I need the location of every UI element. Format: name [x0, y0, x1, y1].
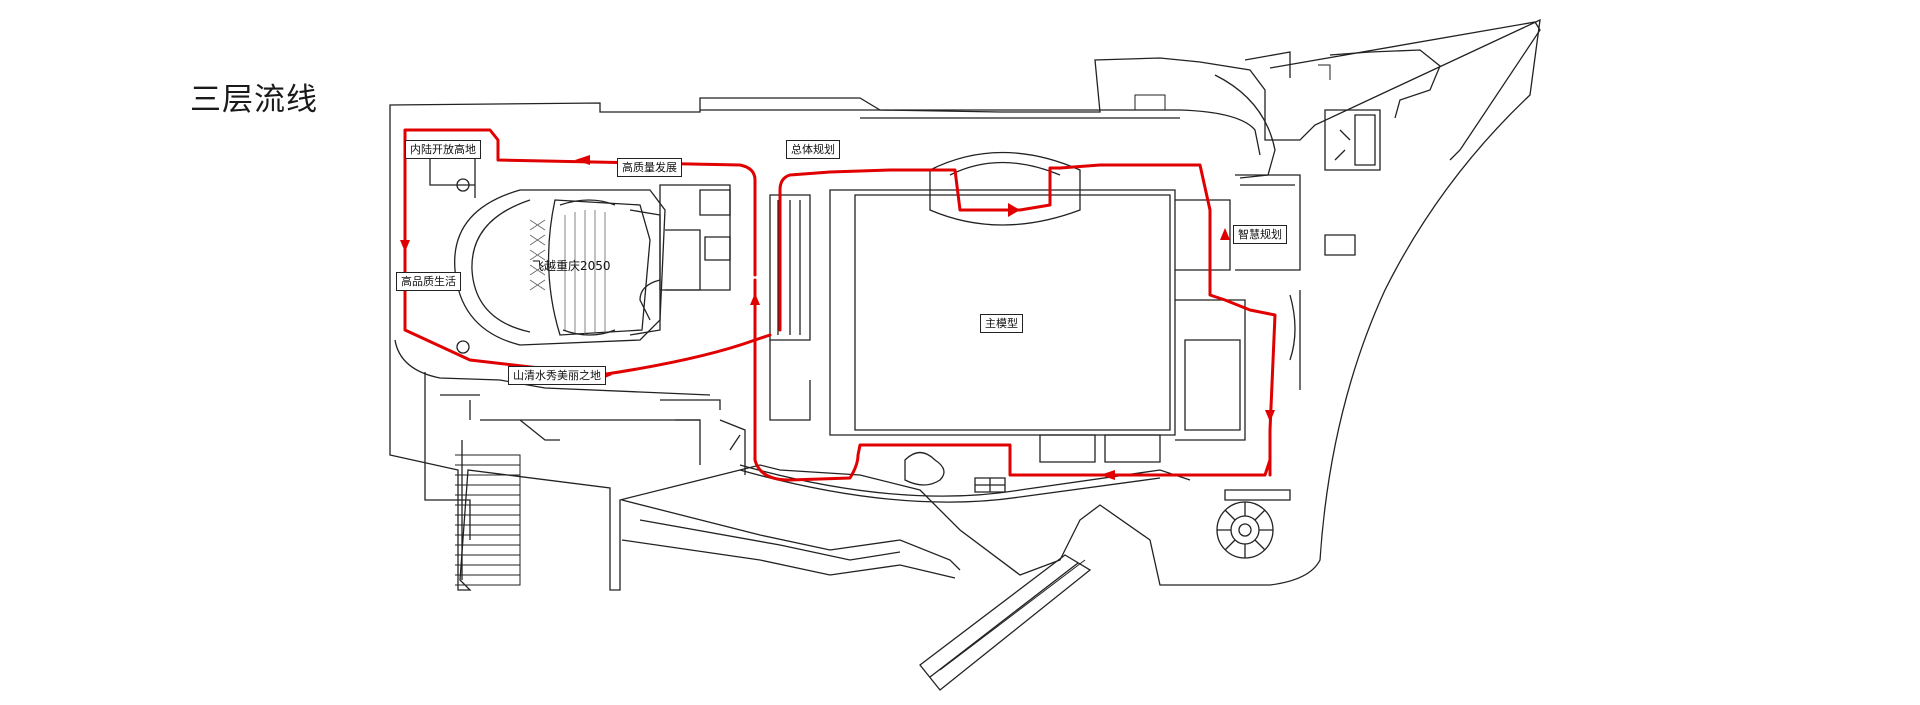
- label-overall-planning: 总体规划: [786, 140, 840, 159]
- building-outline: [389, 18, 1541, 591]
- route-arrows: [400, 155, 1275, 480]
- label-beautiful-mountains-waters: 山清水秀美丽之地: [508, 366, 606, 385]
- main-model-hall: [829, 189, 1176, 436]
- label-high-quality-development: 高质量发展: [617, 158, 682, 177]
- page-title: 三层流线: [190, 82, 318, 118]
- label-main-model: 主模型: [980, 314, 1023, 333]
- label-fly-chongqing-2050: 飞越重庆2050: [532, 259, 611, 273]
- label-inland-open-highland: 内陆开放高地: [405, 140, 481, 159]
- label-high-quality-life: 高品质生活: [396, 272, 461, 291]
- label-smart-planning: 智慧规划: [1233, 225, 1287, 244]
- route-line: [403, 128, 1277, 482]
